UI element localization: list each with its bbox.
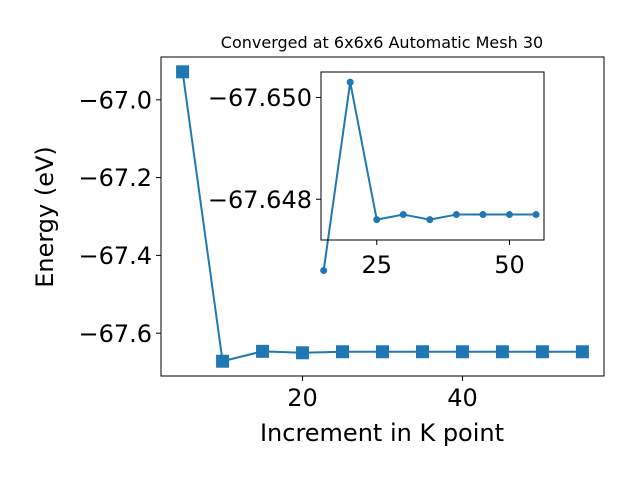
- main-data-point: [296, 346, 310, 360]
- inset-data-point: [346, 78, 354, 86]
- main-plot: 20 40 −67.6 −67.4 −67.2 −67.0: [78, 56, 605, 412]
- inset-data-point: [505, 211, 513, 219]
- main-y-tick-label: −67.2: [78, 164, 152, 192]
- main-data-point: [455, 345, 469, 359]
- main-y-tick-label: −67.6: [78, 320, 152, 348]
- inset-data-point: [532, 211, 540, 219]
- inset-plot: 25 50 −67.648 −67.650: [208, 71, 545, 279]
- main-data-point: [176, 65, 190, 79]
- inset-data-point: [426, 216, 434, 224]
- inset-y-tick-label: −67.648: [208, 186, 312, 214]
- inset-background: [321, 72, 544, 240]
- main-data-point: [535, 345, 549, 359]
- y-axis-label: Energy (eV): [31, 146, 59, 288]
- inset-data-point: [452, 211, 460, 219]
- main-data-point: [575, 345, 589, 359]
- main-data-point: [415, 345, 429, 359]
- inset-data-point: [479, 211, 487, 219]
- main-data-point: [336, 345, 350, 359]
- inset-x-tick-label: 25: [361, 251, 392, 279]
- main-y-tick-label: −67.0: [78, 86, 152, 114]
- main-data-point: [376, 345, 389, 359]
- inset-data-point: [373, 216, 381, 224]
- main-y-tick-label: −67.4: [78, 242, 152, 270]
- main-frame: [160, 56, 605, 377]
- inset-data-point: [399, 211, 407, 219]
- main-x-tick-label: 20: [287, 384, 318, 412]
- x-axis-label: Increment in K point: [260, 419, 504, 447]
- inset-data-point: [320, 267, 328, 275]
- main-data-point: [256, 344, 270, 358]
- inset-y-tick-label: −67.650: [208, 84, 312, 112]
- main-data-point: [495, 345, 509, 359]
- inset-x-tick-label: 50: [494, 251, 525, 279]
- main-data-point: [216, 354, 230, 368]
- chart-title: Converged at 6x6x6 Automatic Mesh 30: [221, 33, 543, 52]
- inset-frame: [320, 71, 545, 241]
- main-x-tick-label: 40: [447, 384, 478, 412]
